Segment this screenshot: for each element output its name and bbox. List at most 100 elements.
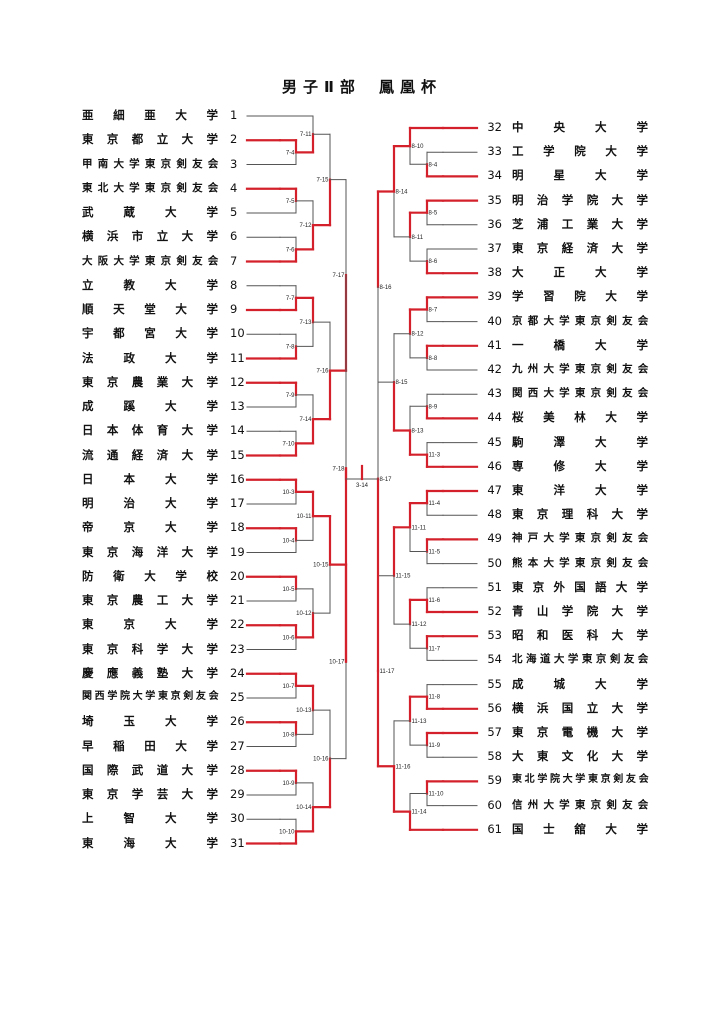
- team-number: 61: [487, 821, 502, 836]
- team-name: 東京大学: [82, 617, 218, 632]
- match-label: 8-14: [396, 190, 409, 196]
- team-number: 5: [230, 205, 238, 219]
- team-name: 関西大学東京剣友会: [512, 387, 648, 400]
- match-label: 7-6: [286, 247, 295, 253]
- team-name: 東京外国語大学: [512, 579, 648, 594]
- team-name: 東京農業大学: [82, 374, 218, 389]
- team-name: 成城大学: [512, 676, 648, 691]
- team-row: 40 京都大学東京剣友会: [480, 312, 660, 330]
- team-name: 明治大学: [82, 496, 218, 510]
- team-name: 法政大学: [82, 350, 218, 365]
- team-number: 14: [230, 423, 245, 438]
- team-name: 京都大学東京剣友会: [512, 314, 648, 327]
- team-number: 30: [230, 811, 245, 826]
- team-number: 46: [487, 458, 502, 473]
- team-name: 東洋大学: [512, 483, 648, 497]
- team-name: 青山学院大学: [512, 604, 648, 618]
- match-label: 7-5: [286, 199, 295, 205]
- team-name: 成蹊大学: [82, 399, 218, 413]
- team-name: 東北学院大学東京剣友会: [512, 774, 649, 786]
- match-label: 11-6: [429, 598, 441, 604]
- team-name: 東京科学大学: [82, 641, 218, 656]
- match-label: 11-7: [429, 646, 441, 652]
- match-label: 8-15: [396, 380, 409, 386]
- team-number: 58: [487, 749, 502, 764]
- match-label: 11-11: [412, 525, 427, 531]
- team-name: 熊本大学東京剣友会: [512, 556, 648, 569]
- match-label: 8-16: [380, 285, 393, 291]
- match-label: 7-9: [286, 393, 295, 399]
- team-number: 54: [487, 652, 502, 667]
- team-number: 29: [230, 787, 245, 801]
- team-name: 桜美林大学: [512, 410, 648, 425]
- team-number: 47: [487, 483, 502, 497]
- team-name: 武蔵大学: [82, 205, 218, 219]
- team-number: 4: [230, 180, 238, 195]
- match-label: 10-13: [296, 708, 312, 714]
- team-name: 信州大学東京剣友会: [512, 798, 648, 811]
- match-label: 10-5: [282, 587, 295, 593]
- match-label: 10-4: [282, 538, 295, 544]
- match-label: 7-11: [300, 132, 312, 138]
- match-label: 8-9: [429, 404, 438, 410]
- team-row: 59 東北学院大学東京剣友会: [480, 771, 660, 789]
- team-number: 55: [487, 676, 502, 691]
- match-label: 8-6: [429, 259, 438, 265]
- match-label: 11-8: [429, 695, 441, 701]
- team-row: 46 専修大学: [480, 457, 660, 475]
- match-label: 8-5: [429, 211, 438, 217]
- match-label: 7-10: [282, 441, 295, 447]
- team-number: 31: [230, 835, 245, 850]
- match-label: 11-4: [429, 501, 441, 507]
- team-name: 専修大学: [512, 458, 648, 473]
- team-number: 26: [230, 714, 245, 729]
- team-number: 23: [230, 641, 245, 656]
- team-name: 防衛大学校: [82, 568, 218, 583]
- team-name: 順天堂大学: [82, 302, 218, 316]
- team-name: 東京海洋大学: [82, 544, 218, 559]
- match-label: 7-18: [332, 466, 345, 472]
- team-number: 48: [487, 507, 502, 522]
- team-name: 一橋大学: [512, 337, 648, 352]
- team-number: 22: [230, 617, 245, 632]
- team-name: 駒澤大学: [512, 434, 648, 449]
- team-number: 40: [487, 313, 502, 328]
- team-row: 32 中央大学: [480, 118, 660, 136]
- match-label: 7-4: [286, 150, 295, 156]
- match-label: 10-3: [282, 490, 295, 496]
- team-number: 59: [487, 773, 502, 788]
- team-number: 3: [230, 156, 238, 171]
- team-name: 埼玉大学: [82, 714, 218, 729]
- team-number: 32: [487, 120, 502, 134]
- match-label: 7-16: [316, 369, 329, 375]
- team-name: 慶應義塾大学: [82, 665, 218, 680]
- team-name: 東京電機大学: [512, 725, 648, 739]
- team-name: 中央大学: [512, 120, 648, 134]
- team-number: 17: [230, 496, 245, 510]
- team-number: 21: [230, 593, 245, 607]
